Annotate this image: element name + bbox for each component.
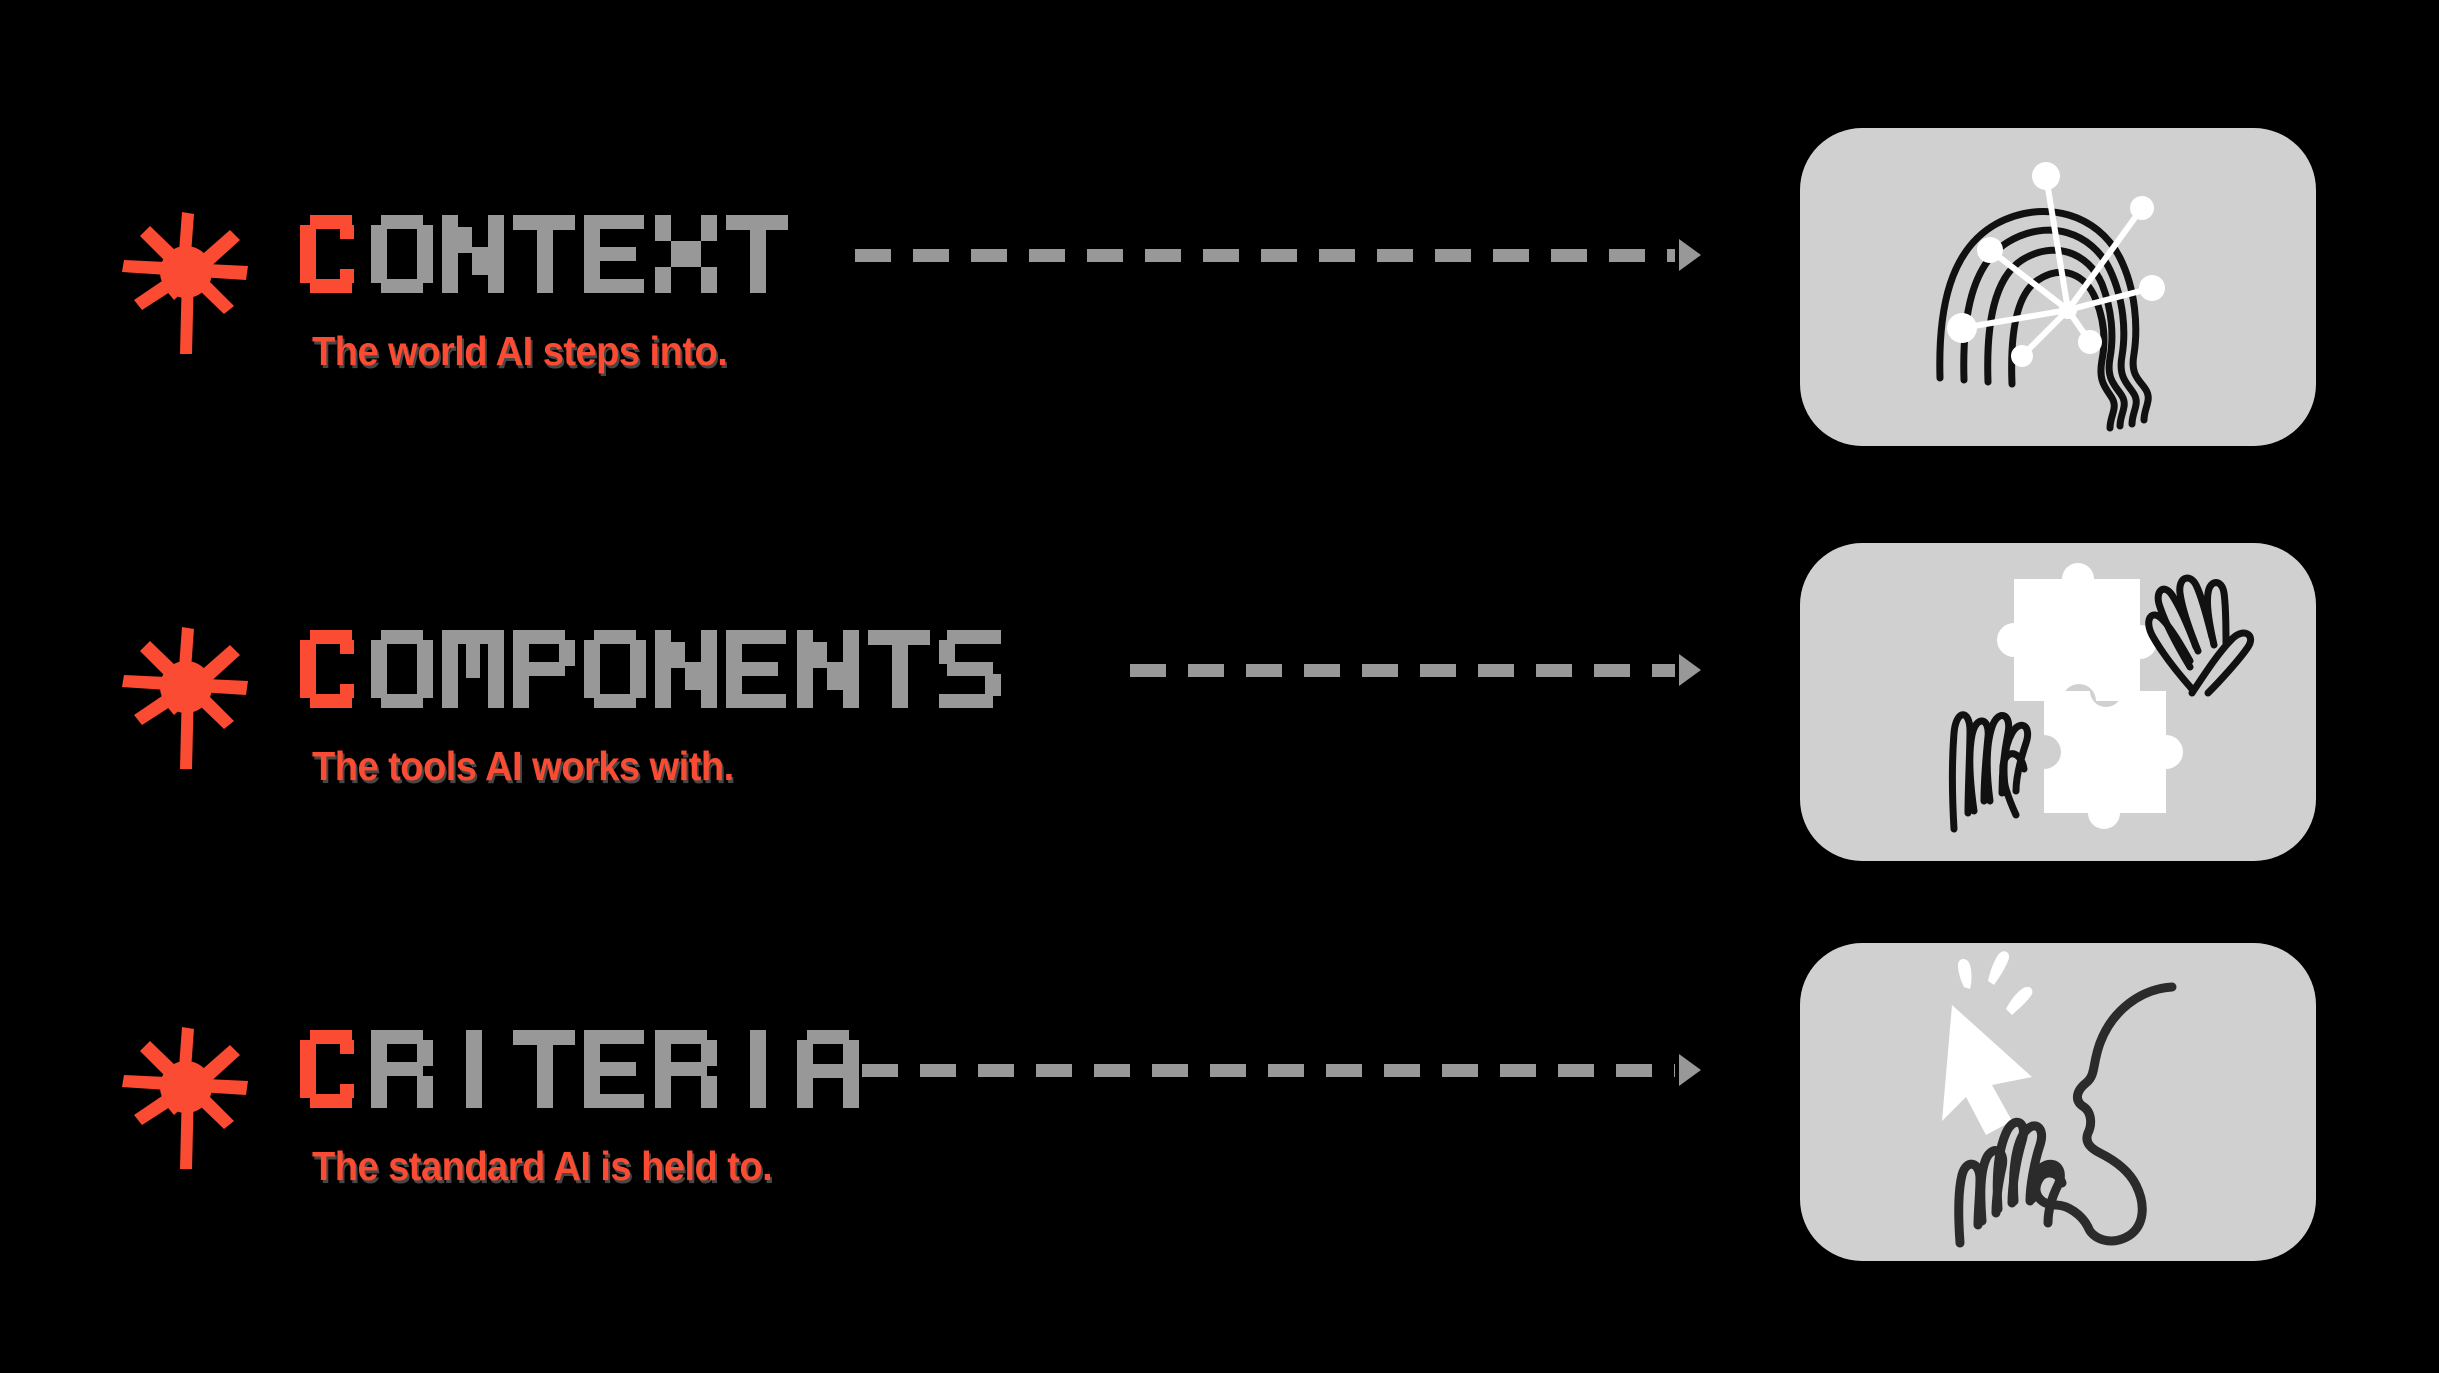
letter-C	[300, 630, 362, 708]
letter-T	[726, 215, 788, 293]
arrow-head-icon	[1679, 654, 1701, 686]
dashed-line	[1130, 663, 1675, 677]
starburst-icon	[118, 617, 258, 777]
heading-criteria	[300, 1021, 868, 1117]
letter-C	[300, 215, 362, 293]
letter-R	[371, 1030, 433, 1108]
letter-P	[513, 630, 575, 708]
letter-I	[442, 1030, 504, 1108]
heading-components	[300, 621, 1010, 717]
card-context[interactable]	[1800, 128, 2316, 446]
letter-N	[442, 215, 504, 293]
arrow-head-icon	[1679, 239, 1701, 271]
dashed-line	[862, 1063, 1675, 1077]
starburst-icon	[118, 202, 258, 362]
letter-E	[584, 215, 646, 293]
letter-T	[868, 630, 930, 708]
heading-glyphs	[300, 1030, 868, 1108]
letter-O	[371, 630, 433, 708]
heading-glyphs	[300, 630, 1010, 708]
row-components: The tools AI works with.	[0, 525, 2439, 925]
letter-T	[513, 1030, 575, 1108]
letter-N	[797, 630, 859, 708]
letter-N	[655, 630, 717, 708]
letter-C	[300, 1030, 362, 1108]
letter-S	[939, 630, 1001, 708]
card-criteria[interactable]	[1800, 943, 2316, 1261]
letter-E	[726, 630, 788, 708]
letter-A	[797, 1030, 859, 1108]
heading-glyphs	[300, 215, 797, 293]
connector-components	[1130, 653, 1701, 687]
connector-context	[855, 238, 1701, 272]
letter-O	[371, 215, 433, 293]
letter-I	[726, 1030, 788, 1108]
letter-X	[655, 215, 717, 293]
subtitle-context: The world AI steps into.	[312, 328, 728, 374]
letter-R	[655, 1030, 717, 1108]
starburst-icon	[118, 1017, 258, 1177]
heading-context	[300, 206, 797, 302]
letter-M	[442, 630, 504, 708]
subtitle-criteria: The standard AI is held to.	[312, 1143, 773, 1189]
letter-T	[513, 215, 575, 293]
connector-criteria	[862, 1053, 1701, 1087]
dashed-line	[855, 248, 1675, 262]
row-context: The world AI steps into.	[0, 110, 2439, 510]
letter-E	[584, 1030, 646, 1108]
arrow-head-icon	[1679, 1054, 1701, 1086]
subtitle-components: The tools AI works with.	[312, 743, 734, 789]
card-components[interactable]	[1800, 543, 2316, 861]
letter-O	[584, 630, 646, 708]
row-criteria: The standard AI is held to.	[0, 925, 2439, 1325]
